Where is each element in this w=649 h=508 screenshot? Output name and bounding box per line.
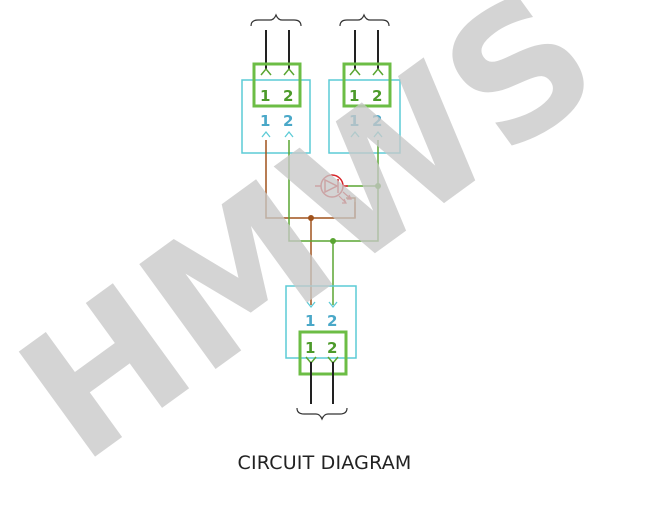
plug-pin-label: 2 bbox=[372, 87, 382, 105]
wiring bbox=[265, 140, 381, 305]
plug-housing bbox=[252, 62, 302, 108]
pin-arrow bbox=[328, 301, 338, 309]
pin-arrow bbox=[349, 67, 361, 76]
connector-bottom: 1 2 1 2 bbox=[285, 285, 357, 421]
pin-arrow bbox=[260, 67, 272, 76]
plug-pin-label: 1 bbox=[260, 87, 270, 105]
plug-pin-label: 2 bbox=[283, 87, 293, 105]
pin-arrow bbox=[373, 130, 383, 138]
socket-pin-label: 1 bbox=[305, 312, 315, 330]
pin-arrow bbox=[261, 130, 271, 138]
pin-arrow bbox=[283, 67, 295, 76]
socket-pin-label: 1 bbox=[260, 112, 270, 130]
socket-housing bbox=[285, 285, 357, 359]
harness-brace-top-right bbox=[339, 13, 390, 27]
plug-pin-label: 1 bbox=[305, 339, 315, 357]
socket-pin-label: 1 bbox=[349, 112, 359, 130]
harness-brace-bottom bbox=[296, 407, 348, 421]
harness-brace-top-left bbox=[250, 13, 302, 27]
connector-top-right: 1 2 1 2 bbox=[328, 13, 401, 154]
plug-housing bbox=[298, 330, 348, 376]
socket-housing bbox=[328, 79, 401, 154]
emission-arrow bbox=[342, 191, 352, 200]
socket-pin-label: 2 bbox=[283, 112, 293, 130]
wire-junction bbox=[308, 215, 314, 221]
wire-junction bbox=[375, 183, 381, 189]
emission-arrow bbox=[338, 195, 347, 204]
pin-arrow bbox=[350, 130, 360, 138]
socket-pin-label: 2 bbox=[372, 112, 382, 130]
diagram-caption: CIRCUIT DIAGRAM bbox=[237, 452, 412, 474]
socket-housing bbox=[241, 79, 311, 154]
plug-housing bbox=[342, 62, 392, 108]
pin-arrow bbox=[284, 130, 294, 138]
watermark: HMWS bbox=[0, 0, 633, 500]
pin-arrow bbox=[372, 67, 384, 76]
plug-pin-label: 2 bbox=[327, 339, 337, 357]
pin-arrow bbox=[306, 301, 316, 309]
plug-pin-label: 1 bbox=[349, 87, 359, 105]
lamp-symbol bbox=[315, 174, 352, 204]
connector-top-left: 1 2 1 2 bbox=[241, 13, 311, 154]
socket-pin-label: 2 bbox=[327, 312, 337, 330]
wire-junction bbox=[330, 238, 336, 244]
diode-triangle bbox=[324, 178, 339, 194]
